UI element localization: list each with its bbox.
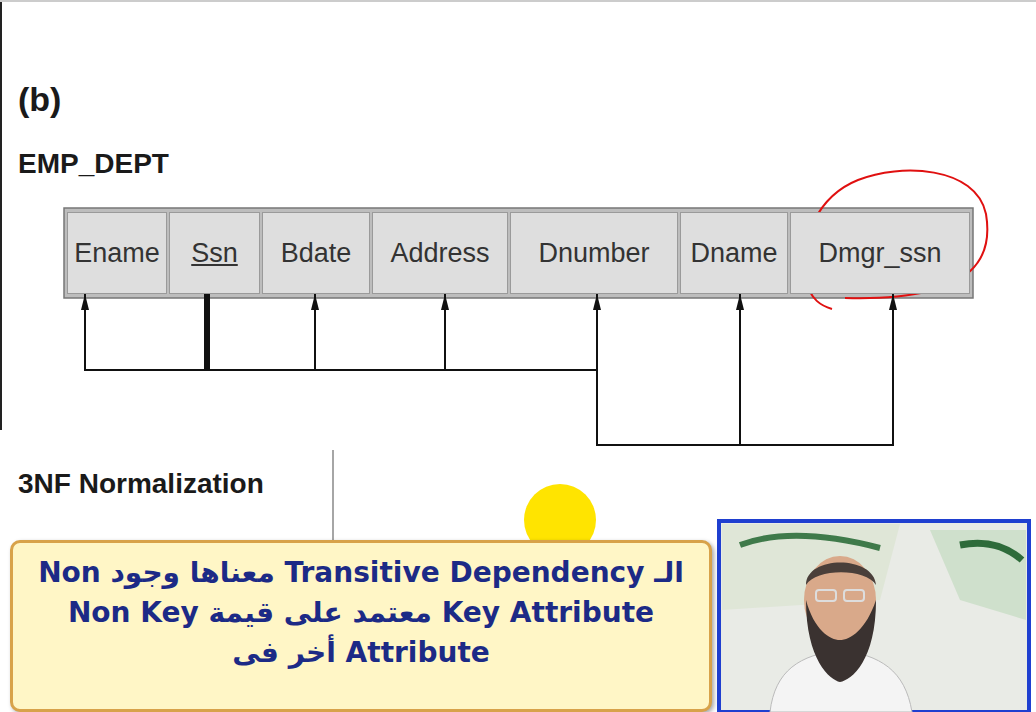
dependency-arrow [207,294,445,370]
divider-line [332,450,334,545]
attribute-name: Ssn [191,238,238,269]
attribute-name: Dname [690,238,777,269]
relation-row [64,208,973,298]
key-stem [204,294,210,370]
key-stem [204,294,210,370]
hair [806,563,876,586]
attribute-name: Dnumber [538,238,649,269]
attribute-name: Bdate [281,238,352,269]
beard [806,600,876,682]
dependency-line [597,294,893,445]
dependency-arrow [597,294,740,445]
caption-text: الـ Transitive Dependency معناها وجود No… [27,553,695,673]
dependency-line [207,294,315,370]
attribute-cell: Bdate [262,212,370,294]
attribute-cell: Address [372,212,508,294]
dependency-line [597,294,740,445]
dependency-line [207,294,445,370]
frame-edge [0,0,2,430]
glasses [844,590,864,601]
attribute-cell: Ename [67,212,167,294]
relation-name: EMP_DEPT [18,148,169,180]
dependency-arrow [85,294,207,370]
attribute-cell: Dmgr_ssn [790,212,970,294]
attribute-cell: Dname [680,212,788,294]
dependency-line [85,294,207,370]
dependency-arrow [207,294,597,370]
glasses [816,590,836,601]
video-thumbnail [719,521,1029,712]
attribute-name: Ename [74,238,160,269]
banner [930,530,1026,620]
dependency-arrow [597,294,893,445]
attribute-cell: Ssn [169,212,260,294]
frame-edge [0,0,1036,2]
key-stem [204,294,210,370]
thumbnail-frame [719,521,1029,712]
banner-logo [960,543,1022,560]
attribute-cell: Dnumber [510,212,678,294]
figure-title: (b) [18,80,61,119]
dependency-arrow [207,294,315,370]
caption-box: الـ Transitive Dependency معناها وجود No… [10,540,712,712]
key-stem [204,294,210,370]
attribute-name: Dmgr_ssn [818,238,941,269]
attribute-name: Address [390,238,489,269]
dependency-line [207,294,597,370]
section-heading: 3NF Normalization [18,468,264,500]
banner-logo [740,536,880,548]
